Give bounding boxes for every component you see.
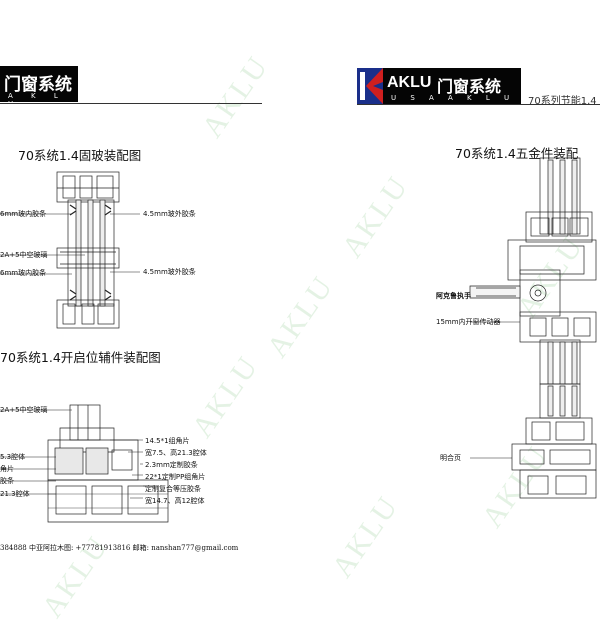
left-brand-logo: 门窗系统 A K L U <box>0 66 78 108</box>
label-opening-right-2: 2.3mm定制胶条 <box>145 461 198 469</box>
label-opening-right-1: 宽7.5、高21.3腔体 <box>145 449 207 457</box>
heading-hardware: 70系统1.4五金件装配 <box>455 146 579 161</box>
right-brand-title: 门窗系统 <box>437 77 502 96</box>
label-opening-right-3: 22*1定制PP组角片 <box>145 473 206 481</box>
right-header-rule <box>357 104 600 105</box>
label-fixed-glass: 2A+5中空玻璃 <box>0 251 48 259</box>
label-fixed-outer-strip-bottom: 4.5mm玻外胶条 <box>143 268 196 276</box>
heading-fixed-glass: 70系统1.4固玻装配图 <box>18 148 142 163</box>
heading-opening-parts: 70系统1.4开启位辅件装配图 <box>0 350 161 365</box>
label-opening-left-strip: 胶条 <box>0 477 14 485</box>
series-text: 70系列节能1.4 <box>528 96 597 107</box>
label-fixed-outer-strip-top: 4.5mm玻外胶条 <box>143 210 196 218</box>
right-brand-name: AKLU <box>387 74 432 91</box>
k-logo-icon <box>357 68 383 104</box>
opening-parts-section <box>0 404 169 523</box>
hardware-section <box>469 157 597 499</box>
right-brand-subtitle: U S A A K L U <box>391 94 516 102</box>
label-opening-left-cavity-b: 21.3腔体 <box>0 490 30 498</box>
label-opening-left-cavity-a: 5.3腔体 <box>0 453 26 461</box>
label-hardware-handle: 阿克鲁执手 <box>436 292 471 300</box>
label-opening-right-4: 定制复合等压胶条 <box>145 485 201 493</box>
left-header-rule <box>0 103 262 104</box>
left-brand-subtitle: A K L U <box>8 92 66 108</box>
label-hardware-hinge: 明合页 <box>440 454 461 462</box>
right-brand-logo: AKLU 门窗系统 U S A A K L U <box>357 68 521 104</box>
footer-contact: 384888 中亚阿拉木图: +77781913816 邮箱: nanshan7… <box>0 544 239 552</box>
label-hardware-transmission: 15mm内开窗传动器 <box>436 318 501 326</box>
technical-drawings <box>0 157 597 523</box>
label-opening-left-glass: 2A+5中空玻璃 <box>0 406 48 414</box>
fixed-glass-section <box>0 171 140 329</box>
label-fixed-inner-strip-bottom: 6mm玻内胶条 <box>0 269 47 277</box>
label-opening-right-5: 宽14.7、高12腔体 <box>145 497 205 505</box>
left-brand-title: 门窗系统 <box>4 75 72 95</box>
label-opening-right-0: 14.5*1组角片 <box>145 437 190 445</box>
label-fixed-inner-strip-top: 6mm玻内胶条 <box>0 210 47 218</box>
label-opening-left-corner: 角片 <box>0 465 14 473</box>
